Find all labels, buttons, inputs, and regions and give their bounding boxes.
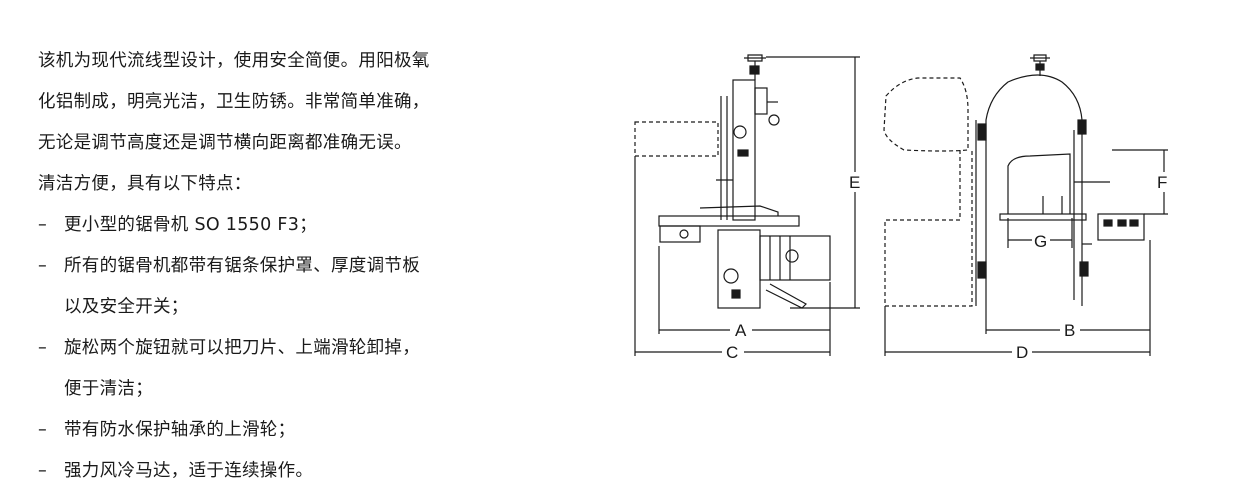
feature-text-continued: 便于清洁；: [64, 379, 153, 399]
intro-line: 清洁方便，具有以下特点：: [38, 174, 252, 194]
feature-text: 所有的锯骨机都带有锯条保护罩、厚度调节板: [64, 256, 420, 276]
bullet-dash: –: [38, 215, 48, 235]
feature-text: 强力风冷马达，适于连续操作。: [64, 461, 314, 481]
feature-item: – 旋松两个旋钮就可以把刀片、上端滑轮卸掉，: [38, 333, 598, 374]
band-saw-dimension-svg: E A C: [634, 54, 1168, 362]
lower-cabinet: [717, 229, 761, 309]
dimension-D: D: [884, 306, 1151, 362]
bullet-dash: –: [38, 338, 48, 358]
side-tray-dashed: [634, 121, 719, 157]
saw-column: [732, 79, 756, 221]
saw-table: [658, 215, 800, 227]
front-view: [883, 54, 1145, 307]
bullet-dash: –: [38, 420, 48, 440]
dim-label-d: D: [1016, 343, 1028, 362]
dim-label-g: G: [1034, 232, 1047, 251]
dimension-E: E: [766, 56, 860, 309]
open-door-dashed: [883, 77, 969, 152]
feature-text: 更小型的锯骨机 SO 1550 F3；: [64, 215, 318, 235]
side-view: [634, 54, 831, 309]
column-head: [754, 87, 768, 115]
front-housing: [985, 74, 1083, 306]
feature-text: 带有防水保护轴承的上滑轮；: [64, 420, 296, 440]
feature-item: – 强力风冷马达，适于连续操作。: [38, 456, 598, 497]
cutting-window: [1007, 153, 1071, 214]
intro-line: 该机为现代流线型设计，使用安全简便。用阳极氧: [38, 51, 430, 71]
feature-description: 该机为现代流线型设计，使用安全简便。用阳极氧 化铝制成，明亮光洁，卫生防锈。非常…: [38, 46, 598, 497]
dimension-A: A: [658, 246, 831, 340]
dimension-F: F: [1112, 149, 1168, 215]
dimension-B: B: [985, 240, 1151, 340]
dim-label-c: C: [726, 343, 738, 362]
feature-text-continued: 以及安全开关；: [64, 297, 189, 317]
side-tray: [1097, 213, 1145, 241]
dim-label-e: E: [849, 173, 860, 192]
dimension-drawing: E A C: [626, 46, 1186, 366]
front-table: [999, 213, 1087, 221]
bullet-dash: –: [38, 461, 48, 481]
dimension-G: G: [1007, 218, 1073, 251]
dimension-C: C: [634, 156, 831, 362]
feature-item: – 带有防水保护轴承的上滑轮；: [38, 415, 598, 456]
handwheel-hub: [749, 65, 760, 75]
intro-line: 化铝制成，明亮光洁，卫生防锈。非常简单准确，: [38, 92, 430, 112]
dim-label-f: F: [1157, 173, 1167, 192]
bullet-dash: –: [38, 256, 48, 276]
feature-item: – 所有的锯骨机都带有锯条保护罩、厚度调节板: [38, 251, 598, 292]
intro-line: 无论是调节高度还是调节横向距离都准确无误。: [38, 133, 412, 153]
dim-label-a: A: [735, 321, 747, 340]
feature-text: 旋松两个旋钮就可以把刀片、上端滑轮卸掉，: [64, 338, 420, 358]
dim-label-b: B: [1064, 321, 1075, 340]
feature-item: – 更小型的锯骨机 SO 1550 F3；: [38, 210, 598, 251]
